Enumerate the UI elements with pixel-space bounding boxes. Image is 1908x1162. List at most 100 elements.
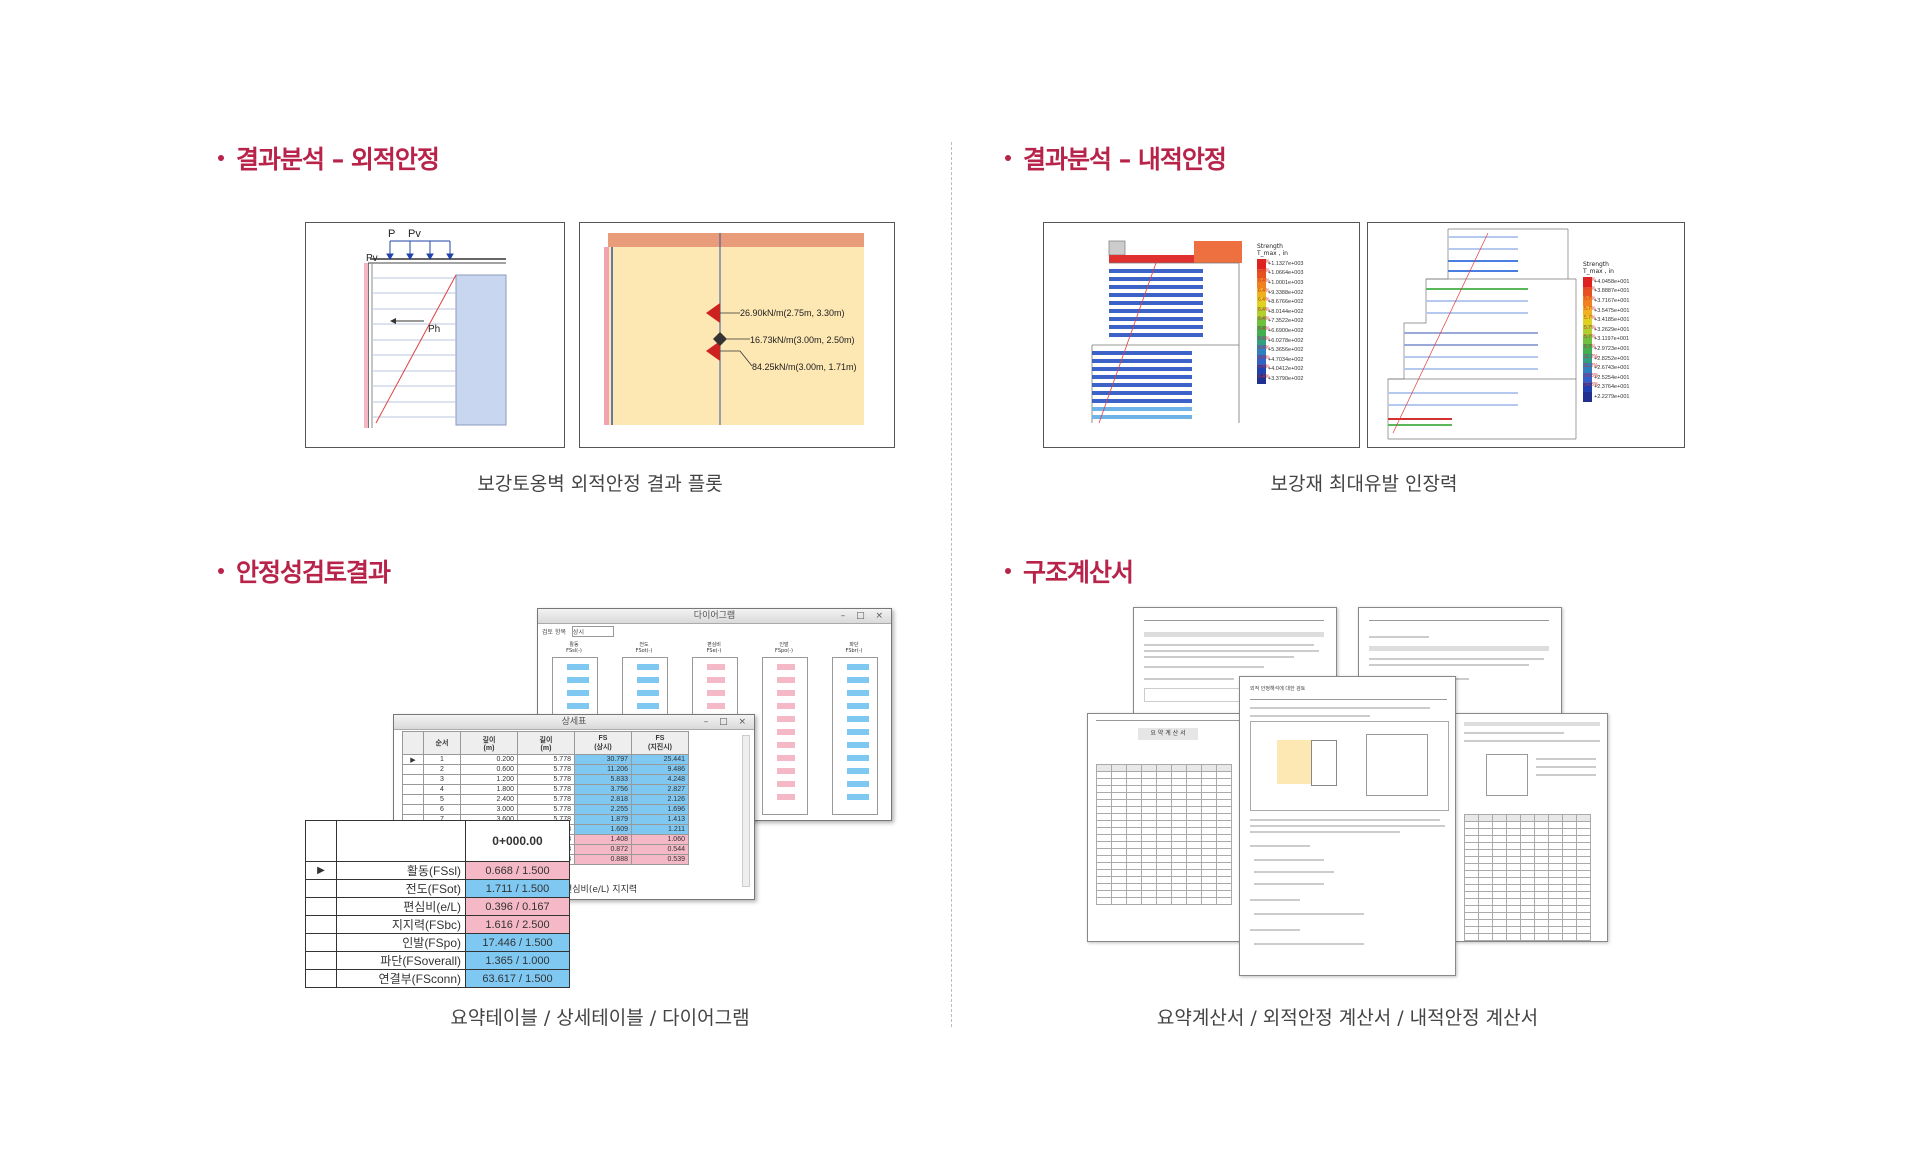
external-stability-plot-2: 26.90kN/m(2.75m, 3.30m) 16.73kN/m(3.00m,… [579,222,895,448]
summary-row[interactable]: 지지력(FSbc)1.616 / 2.500 [305,915,570,934]
legend-swatch [1257,345,1266,355]
diagram-bar [777,768,795,774]
legend-swatch [1583,334,1592,345]
legend-swatch [1583,315,1592,325]
summary-row[interactable]: ▶활동(FSsl)0.668 / 1.500 [305,861,570,880]
diagram-bar [777,703,795,709]
diagram-bar [567,664,589,670]
detail-cell: 5.778 [517,764,575,775]
legend-value: +3.1197e+001 [1594,336,1630,343]
legend-value: +1.0664e+003 [1268,270,1304,277]
row-pointer: ▶ [305,861,337,880]
diagram-column-label: 편심비 FSe(-) [706,642,722,654]
summary-row[interactable]: 인발(FSpo)17.446 / 1.500 [305,933,570,952]
caption-calculation: 요약계산서 / 외적안정 계산서 / 내적안정 계산서 [1156,1007,1539,1029]
diagram-bar [847,742,869,748]
legend-swatch [1257,316,1266,327]
diagram-bar [777,664,795,670]
diagram-filter[interactable]: 검토 항목 상시 [538,624,891,639]
detail-cell: 4.248 [631,774,689,785]
legend-percent: 6.4% [1258,354,1270,361]
legend-value: +3.5475e+001 [1594,307,1630,314]
diagram-bar [567,690,589,696]
legend-swatch [1583,392,1592,402]
detail-header-cell: 깊이 (m) [460,731,518,755]
summary-row-label: 지지력(FSbc) [336,915,466,934]
legend-swatch [1257,268,1266,279]
legend-item: 6.4%+7.3522e+002 [1257,316,1357,327]
detail-cell: 5 [423,794,461,805]
diagram-bar [847,716,869,722]
legend-item: 6.4%+8.6766e+002 [1257,297,1357,307]
legend-item: 14.3%+2.3764e+001 [1583,382,1683,393]
legend-value: +1.0001e+003 [1268,279,1304,286]
diagram-column-label: 전도 FSot(-) [635,642,653,654]
summary-row[interactable]: 편심비(e/L)0.396 / 0.167 [305,897,570,916]
detail-header-cell: FS (지진시) [631,731,689,755]
summary-row[interactable]: 파단(FSoverall)1.365 / 1.000 [305,951,570,970]
legend-swatch [1583,344,1592,354]
legend-percent: 5.7% [1584,334,1596,341]
legend-percent: 5.7% [1584,295,1596,302]
row-pointer [305,879,337,898]
caption-stability: 요약테이블 / 상세테이블 / 다이어그램 [450,1007,750,1029]
legend-percent: 6.4% [1258,316,1270,323]
summary-row[interactable]: 전도(FSot)1.711 / 1.500 [305,879,570,898]
detail-cell: 1.609 [574,824,632,835]
legend-percent: 6.4% [1258,325,1270,332]
legend-value: +6.6900e+002 [1268,327,1304,334]
row-pointer [402,804,424,815]
diagram-bar [847,794,869,800]
legend-percent: 6.4% [1258,364,1270,371]
detail-cell: 2.827 [631,784,689,795]
summary-row[interactable]: 연결부(FSconn)63.617 / 1.500 [305,969,570,988]
detail-tab-label[interactable]: 편심비(e/L) 지지력 [564,885,638,895]
detail-window-titlebar[interactable]: 상세표– □ × [394,715,754,730]
diagram-bar [847,781,869,787]
diagram-bar [707,664,725,670]
legend-value: +2.9723e+001 [1594,345,1630,352]
diagram-filter-select[interactable]: 상시 [571,626,614,637]
caption-external: 보강토옹벽 외적안정 결과 플롯 [477,473,723,495]
detail-cell: 5.778 [517,784,575,795]
legend-percent: 6.4% [1258,306,1270,313]
legend-percent: 6.4% [1258,287,1270,294]
detail-cell: 4 [423,784,461,795]
legend-value: +4.0412e+002 [1268,366,1304,373]
detail-cell: 5.778 [517,754,575,765]
legend-swatch [1257,326,1266,336]
tension-contour-plot-2 [1387,228,1577,440]
legend-swatch [1257,287,1266,298]
diagram-bar [777,690,795,696]
detail-header-cell: 길이 (m) [517,731,575,755]
diagram-bar [847,690,869,696]
legend-percent: 5.7% [1584,343,1596,350]
summary-header-station: 0+000.00 [465,820,570,862]
row-pointer [305,933,337,952]
row-pointer [402,794,424,805]
detail-scrollbar[interactable] [742,735,750,887]
diagram-window-titlebar[interactable]: 다이어그램– □ × [538,609,891,624]
legend-swatch [1257,306,1266,317]
detail-cell: 2 [423,764,461,775]
row-pointer [305,915,337,934]
diagram-column-frame [762,657,808,815]
legend-value: +2.3764e+001 [1594,384,1630,391]
diagram-column: 인발 FSpo(-) [754,641,814,817]
diagram-bar [847,677,869,683]
summary-row-value: 17.446 / 1.500 [465,933,570,952]
diagram-bar [707,690,725,696]
legend-item: 6.4%+4.0412e+002 [1257,364,1357,375]
legend-value: +8.6766e+002 [1268,299,1304,306]
row-pointer [402,764,424,775]
